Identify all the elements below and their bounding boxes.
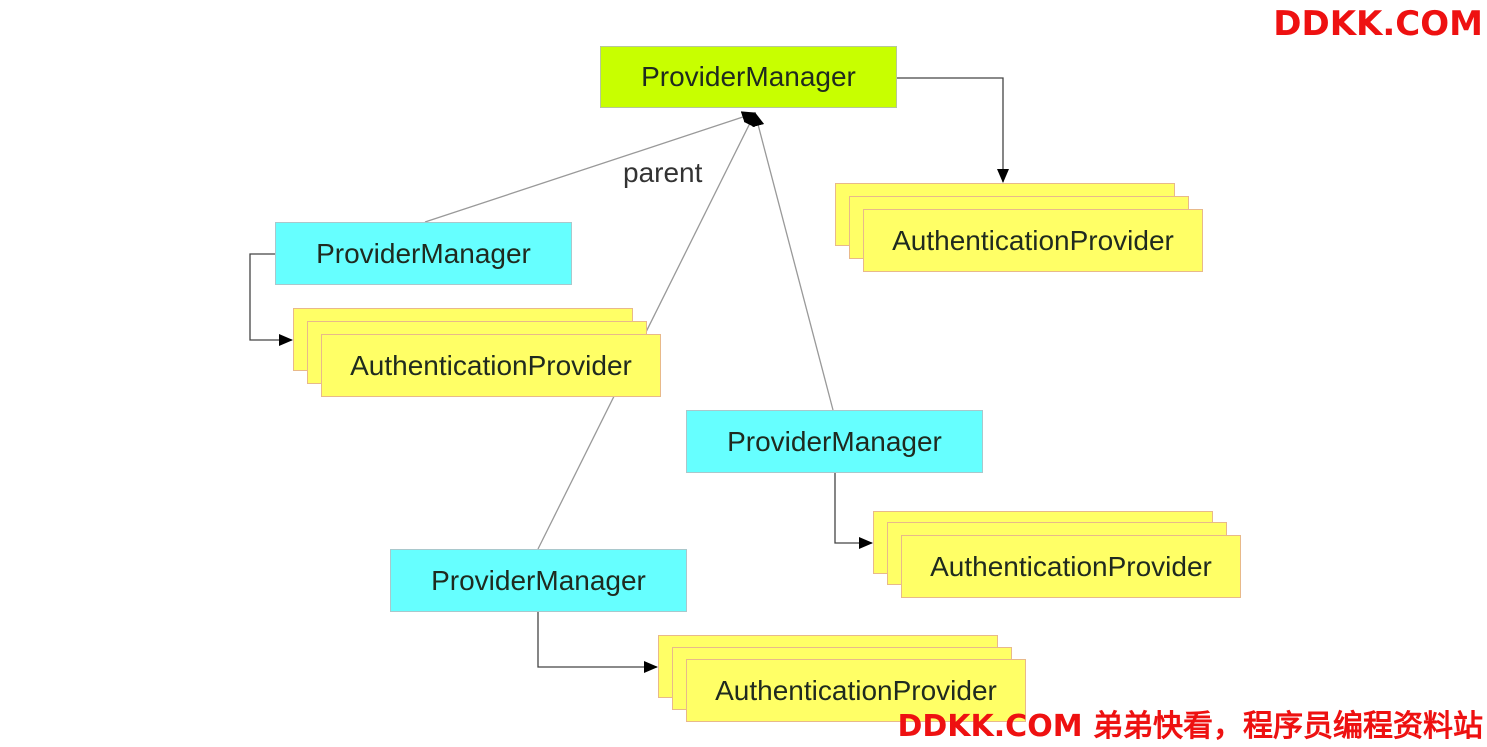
child-provider-manager-bottom: ProviderManager bbox=[390, 549, 687, 612]
root-provider-manager-label: ProviderManager bbox=[641, 61, 856, 92]
child-provider-manager-right-label: ProviderManager bbox=[727, 425, 942, 457]
bottom-manager-to-providers-edge bbox=[537, 612, 658, 673]
parent-edge-right bbox=[752, 112, 834, 411]
child-provider-manager-left: ProviderManager bbox=[275, 222, 572, 285]
child-provider-manager-right: ProviderManager bbox=[686, 410, 983, 473]
provider-stack-3-front: AuthenticationProvider bbox=[901, 535, 1241, 598]
root-provider-manager: ProviderManager bbox=[600, 46, 897, 108]
left-manager-to-providers-edge bbox=[249, 253, 293, 346]
child-provider-manager-left-label: ProviderManager bbox=[316, 237, 531, 269]
watermark-top: DDKK.COM bbox=[1273, 4, 1483, 44]
right-manager-to-providers-edge bbox=[834, 473, 873, 549]
root-to-providers-edge bbox=[897, 77, 1009, 183]
provider-stack-1-label: AuthenticationProvider bbox=[892, 224, 1174, 256]
child-provider-manager-bottom-label: ProviderManager bbox=[431, 564, 646, 596]
provider-stack-4-label: AuthenticationProvider bbox=[715, 674, 997, 706]
provider-stack-4-front: AuthenticationProvider bbox=[686, 659, 1026, 722]
parent-edge-left bbox=[424, 111, 756, 223]
watermark-bottom: DDKK.COM 弟弟快看，程序员编程资料站 bbox=[897, 709, 1483, 744]
provider-stack-2-label: AuthenticationProvider bbox=[350, 349, 632, 381]
provider-stack-2-front: AuthenticationProvider bbox=[321, 334, 661, 397]
provider-stack-1-front: AuthenticationProvider bbox=[863, 209, 1203, 272]
parent-edge-label: parent bbox=[623, 157, 703, 188]
provider-stack-3-label: AuthenticationProvider bbox=[930, 550, 1212, 582]
